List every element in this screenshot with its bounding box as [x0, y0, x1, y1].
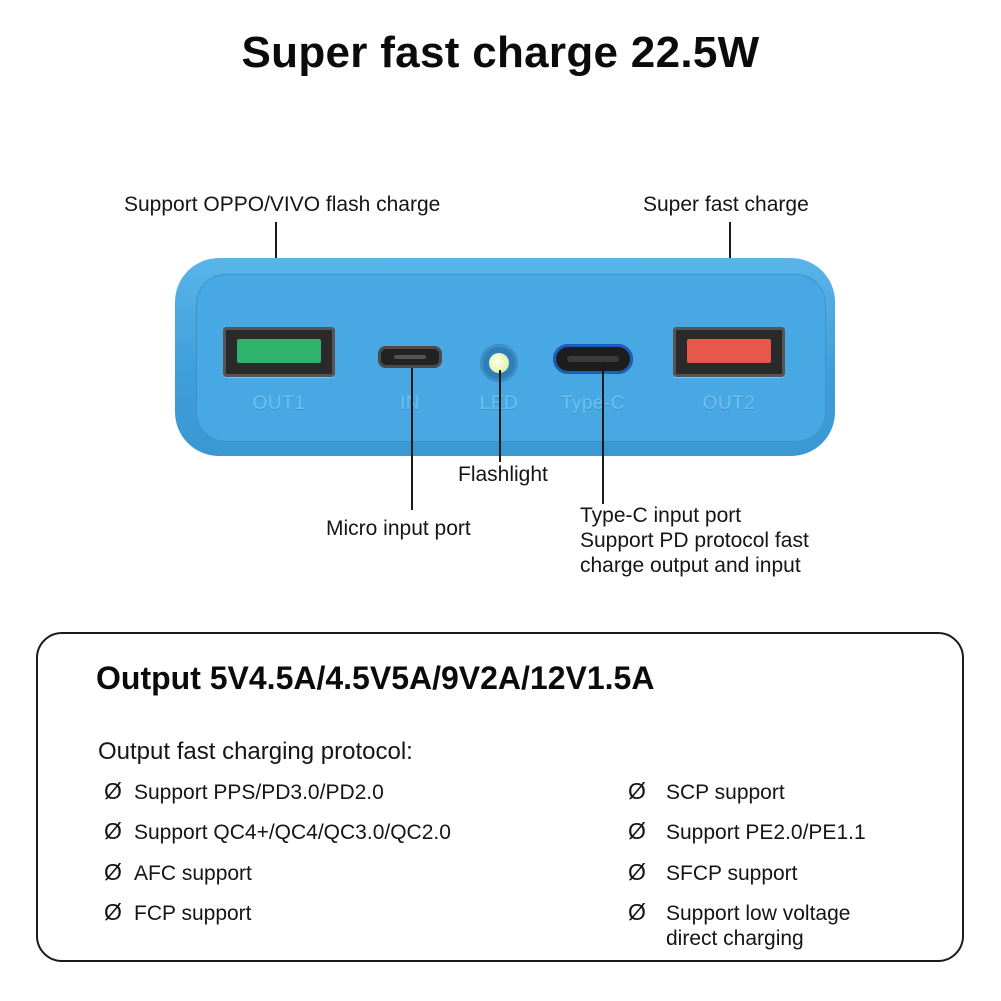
bullet-icon: Ø [104, 778, 122, 804]
callout-micro: Micro input port [326, 517, 471, 540]
spec-item-left: AFC support [134, 862, 252, 885]
led-bulb-icon [489, 353, 509, 373]
bullet-icon: Ø [104, 899, 122, 925]
spec-item-left: FCP support [134, 902, 252, 925]
callout-out1: Support OPPO/VIVO flash charge [124, 193, 441, 216]
bullet-icon: Ø [104, 859, 122, 885]
spec-item-right-continued: direct charging [666, 927, 804, 950]
callout-type-c-line1: Type-C input port [580, 504, 742, 527]
usb-port-out2 [673, 327, 785, 377]
leader-line-flashlight [499, 370, 501, 462]
engraving-type-c: Type-C [560, 393, 626, 414]
usb-port-out1 [223, 327, 335, 377]
spec-item-right: Support low voltage [666, 902, 851, 925]
callout-type-c-line2: Support PD protocol fast [580, 529, 809, 552]
spec-box [36, 632, 964, 962]
bullet-icon: Ø [104, 818, 122, 844]
spec-item-left: Support QC4+/QC4/QC3.0/QC2.0 [134, 821, 451, 844]
bullet-icon: Ø [628, 778, 646, 804]
bullet-icon: Ø [628, 899, 646, 925]
spec-item-right: SCP support [666, 781, 785, 804]
callout-flashlight: Flashlight [458, 463, 548, 486]
spec-item-right: Support PE2.0/PE1.1 [666, 821, 866, 844]
leader-line-micro [411, 368, 413, 510]
type-c-slot [567, 356, 619, 362]
usb-tongue-green [237, 339, 321, 363]
output-spec: Output 5V4.5A/4.5V5A/9V2A/12V1.5A [96, 660, 655, 696]
callout-type-c-line3: charge output and input [580, 554, 801, 577]
protocol-heading: Output fast charging protocol: [98, 738, 413, 765]
spec-item-left: Support PPS/PD3.0/PD2.0 [134, 781, 384, 804]
engraving-out2: OUT2 [702, 393, 756, 414]
page-title: Super fast charge 22.5W [241, 28, 760, 77]
micro-usb-slot [394, 355, 426, 359]
micro-usb-port [378, 346, 442, 368]
engraving-in: IN [400, 393, 420, 414]
engraving-led: LED [465, 393, 533, 415]
callout-out2: Super fast charge [643, 193, 809, 216]
type-c-port [553, 344, 633, 374]
bullet-icon: Ø [628, 818, 646, 844]
spec-item-right: SFCP support [666, 862, 798, 885]
engraving-out1: OUT1 [252, 393, 306, 414]
leader-line-type-c [602, 364, 604, 504]
bullet-icon: Ø [628, 859, 646, 885]
usb-tongue-red [687, 339, 771, 363]
